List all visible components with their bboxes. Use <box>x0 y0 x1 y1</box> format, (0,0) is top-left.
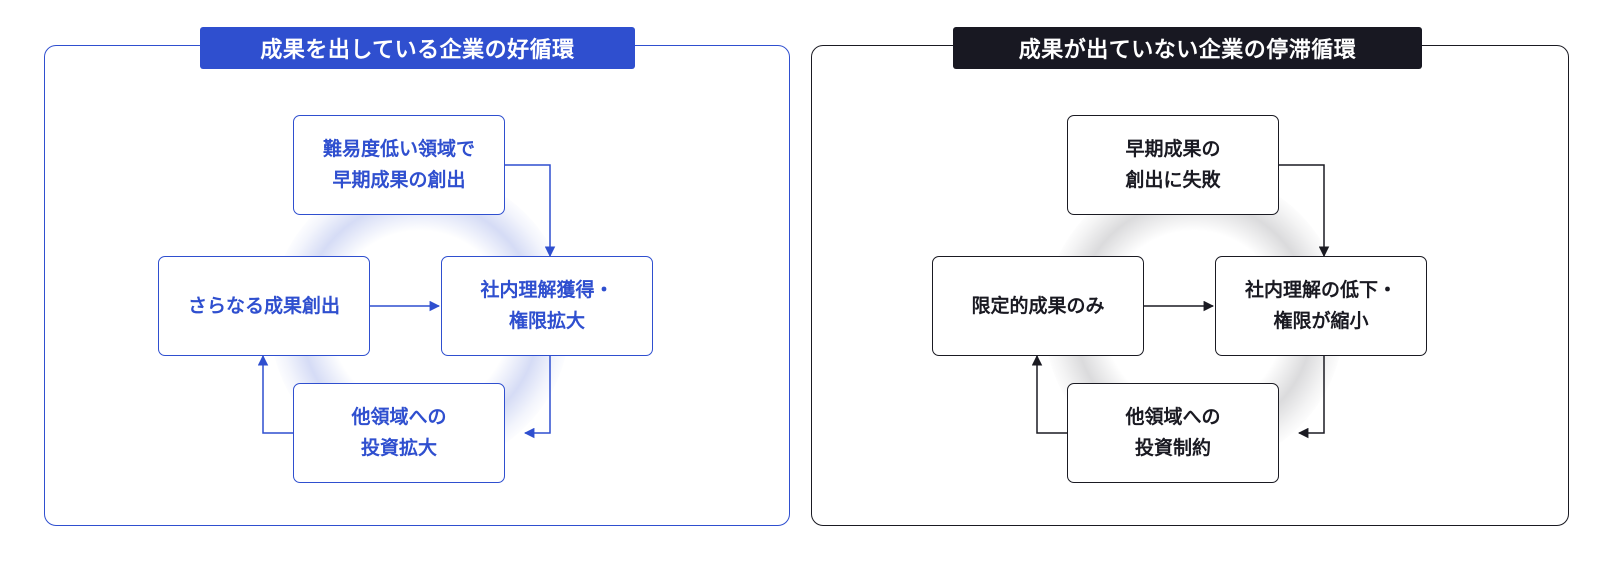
cycle-arrows <box>1031 164 1330 439</box>
arrow-bottom-to-left <box>257 354 293 434</box>
arrow-right-to-bottom <box>1297 356 1325 439</box>
node-investment-expansion: 他領域への 投資拡大 <box>293 383 505 483</box>
node-early-results: 難易度低い領域で 早期成果の創出 <box>293 115 505 215</box>
arrow-top-to-right <box>1279 164 1330 258</box>
node-limited-results: 限定的成果のみ <box>932 256 1144 356</box>
virtuous-cycle-title: 成果を出している企業の好循環 <box>200 27 635 69</box>
node-investment-constraint: 他領域への 投資制約 <box>1067 383 1279 483</box>
arrow-bottom-to-left <box>1031 354 1067 434</box>
stagnation-cycle-title: 成果が出ていない企業の停滞循環 <box>953 27 1422 69</box>
arrow-right-to-bottom <box>523 356 551 439</box>
node-understanding-authority: 社内理解獲得・ 権限拡大 <box>441 256 653 356</box>
cycle-arrows <box>257 164 556 439</box>
stagnation-cycle-panel: 成果が出ていない企業の停滞循環 早期成果の 創出に失敗 社内理解の低下・ 権限が… <box>811 27 1569 526</box>
node-early-failure: 早期成果の 創出に失敗 <box>1067 115 1279 215</box>
arrow-top-to-right <box>505 164 556 258</box>
node-further-results: さらなる成果創出 <box>158 256 370 356</box>
virtuous-cycle-panel: 成果を出している企業の好循環 難易度低い領域で 早期成果の創出 社内理解獲得・ … <box>44 27 790 526</box>
node-understanding-decline: 社内理解の低下・ 権限が縮小 <box>1215 256 1427 356</box>
